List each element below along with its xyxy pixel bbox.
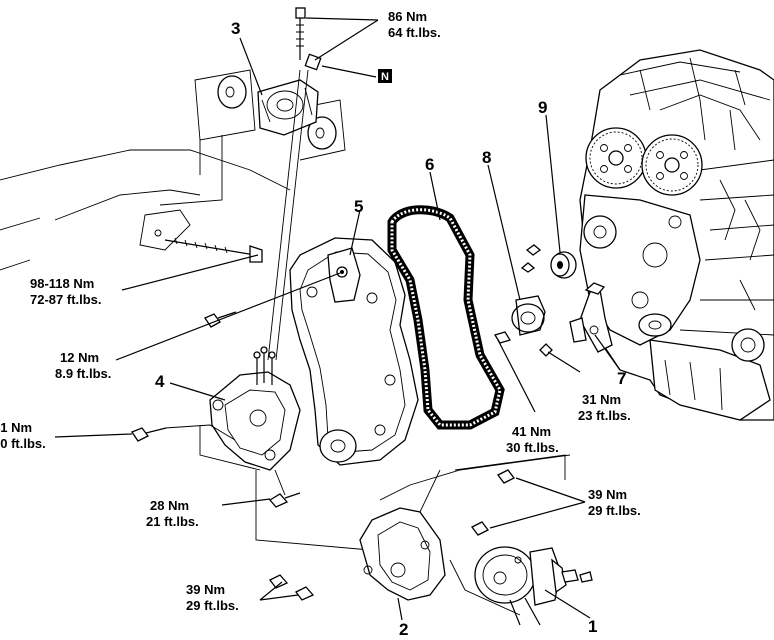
pump-bracket (359, 507, 446, 601)
torque-28-lbs: 21 ft.lbs. (146, 514, 199, 529)
body-panel (0, 149, 291, 271)
torque-31-nm: 31 Nm (582, 392, 621, 407)
torque-39-left: 39 Nm 29 ft.lbs. (186, 582, 239, 613)
torque-39-left-nm: 39 Nm (186, 582, 225, 597)
torque-31-lbs: 23 ft.lbs. (578, 408, 631, 423)
torque-41-right-nm: 41 Nm (512, 424, 551, 439)
torque-12: 12 Nm 8.9 ft.lbs. (55, 350, 111, 381)
tensioner-pulley (493, 295, 546, 344)
camshaft-sprocket-left (585, 127, 647, 189)
callout-6: 6 (425, 155, 434, 174)
auto-tensioner (539, 282, 613, 357)
timing-cover-upper (289, 237, 419, 466)
torque-28-nm: 28 Nm (150, 498, 189, 513)
callout-leaders (169, 37, 621, 621)
bracket-bolts (269, 469, 515, 601)
callout-8: 8 (482, 148, 491, 167)
torque-12-lbs: 8.9 ft.lbs. (55, 366, 111, 381)
badge-label: N (381, 71, 389, 83)
callout-7: 7 (617, 369, 626, 388)
torque-98-nm: 98-118 Nm (30, 276, 94, 291)
torque-39-right-lbs: 29 ft.lbs. (588, 503, 641, 518)
torque-12-nm: 12 Nm (60, 350, 99, 365)
torque-28: 28 Nm 21 ft.lbs. (146, 498, 199, 529)
callout-4: 4 (155, 372, 165, 391)
engine-support-bracket (209, 346, 301, 471)
torque-41-left-lbs: 30 ft.lbs. (0, 436, 46, 451)
torque-39-right-nm: 39 Nm (588, 487, 627, 502)
torque-98-lbs: 72-87 ft.lbs. (30, 292, 102, 307)
idler-pulley (520, 244, 577, 279)
torque-41-right: 41 Nm 30 ft.lbs. (506, 424, 559, 455)
callout-3: 3 (231, 19, 240, 38)
mount-through-bolt (164, 237, 263, 263)
leader-lines (54, 17, 586, 601)
torque-39-right: 39 Nm 29 ft.lbs. (588, 487, 641, 518)
torque-86: 86 Nm 64 ft.lbs. (388, 9, 441, 40)
callout-9: 9 (538, 98, 547, 117)
torque-41-right-lbs: 30 ft.lbs. (506, 440, 559, 455)
callout-1: 1 (588, 617, 597, 636)
callout-2: 2 (399, 620, 408, 639)
timing-belt (387, 205, 505, 430)
engine-mount-bracket (194, 7, 346, 161)
replace-nut-badge: N (378, 69, 392, 83)
crankshaft-sprocket (638, 313, 672, 337)
torque-41-left: 41 Nm 30 ft.lbs. (0, 420, 46, 451)
torque-86-lbs: 64 ft.lbs. (388, 25, 441, 40)
callout-5: 5 (354, 197, 363, 216)
engine-block (579, 49, 774, 421)
torque-98: 98-118 Nm 72-87 ft.lbs. (30, 276, 102, 307)
support-bracket-bolt (131, 427, 167, 442)
torque-31: 31 Nm 23 ft.lbs. (578, 392, 631, 423)
torque-86-nm: 86 Nm (388, 9, 427, 24)
camshaft-sprocket-right (641, 134, 703, 196)
torque-39-left-lbs: 29 ft.lbs. (186, 598, 239, 613)
torque-41-left-nm: 41 Nm (0, 420, 32, 435)
power-steering-pump (474, 546, 593, 626)
